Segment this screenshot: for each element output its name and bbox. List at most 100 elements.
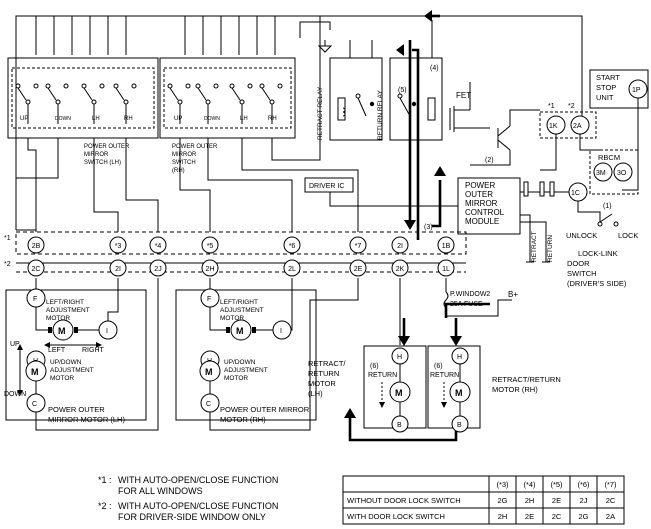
- lh-term-i: I: [106, 328, 108, 335]
- switch-lh-up: UP: [20, 116, 28, 122]
- note2-line2: FOR DRIVER-SIDE WINDOW ONLY: [118, 512, 266, 522]
- row1-connector: [349, 236, 367, 254]
- door-switch: 1C (1) UNLOCK LOCK LOCK-LINK DOOR SWITCH…: [520, 181, 638, 288]
- mirror-motor-rh: F I H C M LEFT/RIGHT ADJUSTMENT MOTOR M …: [175, 288, 317, 424]
- lh-ud-3: MOTOR: [50, 375, 74, 382]
- lh-caption-2: MIRROR MOTOR (LH): [48, 415, 125, 424]
- callout-3: (3): [424, 224, 433, 231]
- callout-2: (2): [485, 157, 494, 164]
- retract-motor-rh: H B M (6) RETURN RETRACT/RETURN MOTOR (R…: [427, 345, 561, 433]
- switch-lh-lh: LH: [92, 116, 100, 122]
- switch-contacts-rh: [167, 83, 283, 124]
- lh-term-c: C: [32, 401, 37, 408]
- switch-rh-down: DOWN: [204, 116, 220, 122]
- rh-adj-3: MOTOR: [220, 315, 244, 322]
- module-line-2: OUTER: [465, 190, 493, 199]
- table-value: 2A: [606, 512, 615, 521]
- table-value: 2C: [552, 512, 562, 521]
- lh-caption-1: POWER OUTER: [48, 405, 105, 414]
- note1-mark: *1 :: [98, 475, 112, 485]
- row1-mark: *1: [4, 235, 11, 242]
- row1-connector: [109, 236, 127, 254]
- ground-icon: [317, 40, 333, 53]
- row2-connector-label: 2L: [288, 266, 296, 273]
- retract-relay: RETRACT RELAY: [317, 40, 383, 141]
- rrh-motor-symbol: M: [455, 388, 463, 398]
- row1-connector: [27, 236, 45, 254]
- note1-line2: FOR ALL WINDOWS: [118, 486, 203, 496]
- row1-connector-label: *7: [355, 243, 362, 250]
- rrh-caption-2: MOTOR (RH): [492, 385, 538, 394]
- note2-mark: *2 :: [98, 501, 112, 511]
- rlh-return: RETURN: [368, 372, 397, 379]
- row1-connector-label: *6: [289, 243, 296, 250]
- row1-connector-label: 1B: [442, 243, 451, 250]
- switch-lh-caption-3: SWITCH (LH): [84, 160, 121, 166]
- switch-lh-caption-2: MIRROR: [84, 152, 109, 158]
- ssu-terminal: 1P: [632, 87, 641, 94]
- callout-6a: (6): [370, 363, 379, 370]
- rlh-caption-3: MOTOR: [308, 379, 336, 388]
- module-line-4: CONTROL: [465, 208, 505, 217]
- ssu-line-3: UNIT: [596, 93, 614, 102]
- table-value: 2C: [606, 496, 616, 505]
- retract-motor-lh: H B M (6) RETURN RETRACT/ RETURN MOTOR (…: [308, 345, 427, 433]
- control-module: POWER OUTER MIRROR CONTROL MODULE: [457, 177, 521, 235]
- table-value: 2J: [580, 496, 588, 505]
- lh-adj-motor-symbol: M: [58, 326, 66, 336]
- rh-ud-motor-symbol: M: [205, 367, 213, 377]
- upper-connectors: 1K 2A *1 *2: [539, 103, 600, 171]
- fet: FET: [449, 82, 490, 132]
- rh-ud-1: UP/DOWN: [224, 359, 256, 366]
- rbcm: RBCM 3M 3O: [589, 149, 639, 195]
- switch-lh: UP DOWN LH RH POWER OUTER MIRROR SWITCH …: [7, 57, 159, 166]
- rh-adj-1: LEFT/RIGHT: [220, 299, 258, 306]
- start-stop-unit: START STOP UNIT 1P: [589, 69, 649, 191]
- table-header: (*7): [604, 480, 617, 489]
- door-switch-terminal: 1C: [571, 190, 580, 197]
- row1-connector-label: 2I: [397, 243, 403, 250]
- lh-right: RIGHT: [82, 347, 105, 354]
- switch-rh-caption-3: SWITCH: [172, 160, 196, 166]
- lh-ud-2: ADJUSTMENT: [50, 367, 94, 374]
- switch-rh-caption-2: MIRROR: [172, 152, 197, 158]
- harness-wires: [16, 40, 359, 232]
- retract-flow-arrows: [344, 302, 490, 442]
- ssu-line-1: START: [596, 73, 620, 82]
- door-lock-link: LOCK-LINK: [578, 249, 618, 258]
- rrh-return: RETURN: [430, 372, 459, 379]
- lh-adj-2: ADJUSTMENT: [46, 307, 90, 314]
- battery-label: B+: [508, 290, 518, 299]
- rlh-term-h: H: [397, 354, 402, 361]
- module-line-3: MIRROR: [465, 199, 498, 208]
- return-relay: RETURN RELAY (5): [377, 20, 443, 141]
- rrh-term-b: B: [457, 422, 462, 429]
- transistor: (2): [470, 109, 540, 166]
- callout-5: (5): [398, 87, 407, 94]
- table-value: 2H: [498, 512, 508, 521]
- table-value: 2G: [578, 512, 588, 521]
- rh-term-c: C: [206, 401, 211, 408]
- row2-mark: *2: [4, 261, 11, 268]
- door-caption-2: SWITCH: [567, 269, 597, 278]
- table-value: 2H: [525, 496, 535, 505]
- rbcm-label: RBCM: [598, 153, 620, 162]
- rlh-caption-2: RETURN: [308, 369, 339, 378]
- door-caption-1: DOOR: [567, 259, 590, 268]
- lh-ud-1: UP/DOWN: [50, 359, 82, 366]
- fuse-line-1: P.WINDOW2: [450, 291, 490, 298]
- table-value: WITH DOOR LOCK SWITCH: [347, 512, 445, 521]
- table-value: 2E: [525, 512, 534, 521]
- terminal-table: (*3)(*4)(*5)(*6)(*7)WITHOUT DOOR LOCK SW…: [342, 475, 625, 525]
- switch-rh: UP DOWN LH RH POWER OUTER MIRROR SWITCH …: [159, 57, 296, 174]
- row1-connector: [149, 236, 167, 254]
- driver-ic: DRIVER IC: [304, 177, 458, 207]
- ssu-line-2: STOP: [596, 83, 616, 92]
- row1-connector: [283, 236, 301, 254]
- rh-ud-3: MOTOR: [224, 375, 248, 382]
- return-relay-label: RETURN RELAY: [377, 90, 384, 140]
- lh-ud-motor-symbol: M: [31, 367, 39, 377]
- rrh-caption-1: RETRACT/RETURN: [492, 375, 561, 384]
- row2-connector: [283, 259, 301, 277]
